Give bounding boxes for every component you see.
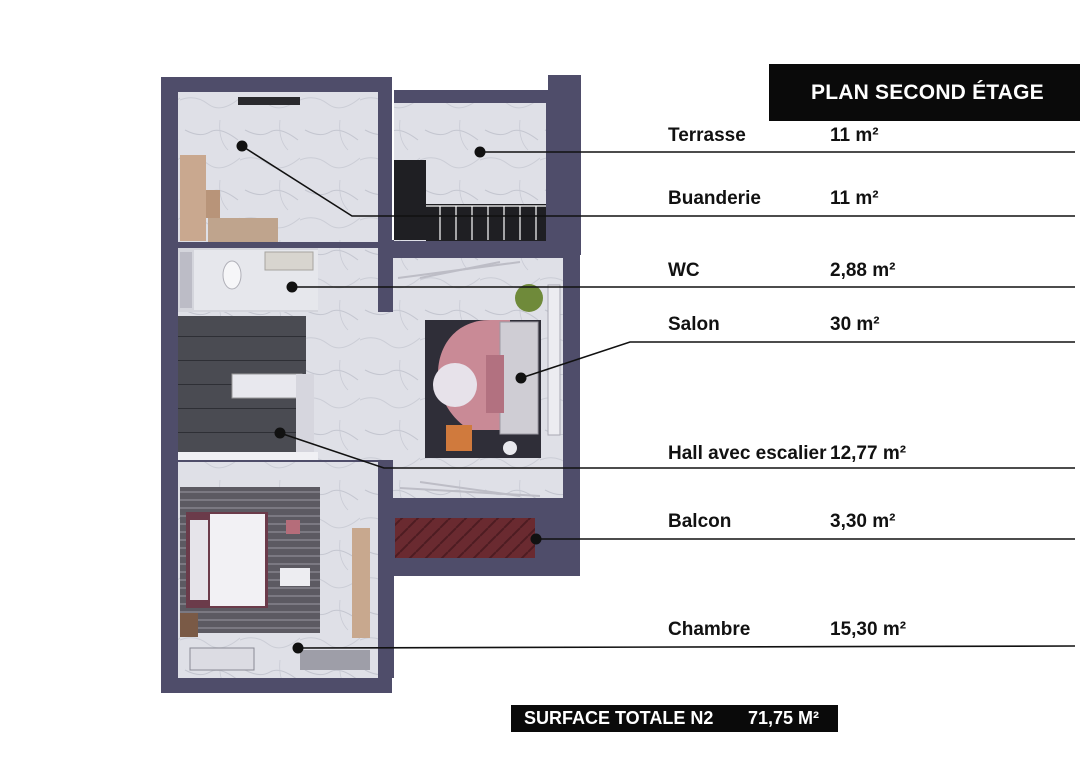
marker-hall xyxy=(274,427,286,439)
leader-chambre xyxy=(297,645,1076,649)
room-label-salon: Salon xyxy=(668,314,720,335)
room-label-chambre: Chambre xyxy=(668,619,751,640)
leader-buanderie xyxy=(241,145,1075,217)
room-label-terrasse: Terrasse xyxy=(668,125,746,146)
room-label-hall: Hall avec escalier xyxy=(668,443,827,464)
room-area-hall: 12,77 m² xyxy=(830,443,907,464)
room-area-chambre: 15,30 m² xyxy=(830,619,907,640)
total-surface-value: 71,75 M² xyxy=(748,708,820,728)
room-label-balcon: Balcon xyxy=(668,511,732,532)
room-balcon xyxy=(395,518,535,558)
room-area-balcon: 3,30 m² xyxy=(830,511,896,532)
room-label-wc: WC xyxy=(668,260,700,281)
plan-title: PLAN SECOND ÉTAGE xyxy=(769,64,1080,121)
room-area-buanderie: 11 m² xyxy=(830,188,879,209)
room-area-terrasse: 11 m² xyxy=(830,125,879,146)
room-area-wc: 2,88 m² xyxy=(830,260,896,281)
marker-buanderie xyxy=(236,140,248,152)
leader-hall xyxy=(279,432,1075,469)
marker-balcon xyxy=(530,533,542,545)
leader-salon xyxy=(520,341,1075,379)
marker-wc xyxy=(286,281,298,293)
room-label-buanderie: Buanderie xyxy=(668,188,761,209)
total-surface-label: SURFACE TOTALE N2 xyxy=(524,708,714,728)
room-area-salon: 30 m² xyxy=(830,314,880,335)
marker-chambre xyxy=(292,642,304,654)
marker-terrasse xyxy=(474,146,486,158)
marker-salon xyxy=(515,372,527,384)
total-surface-bar: SURFACE TOTALE N2 71,75 M² xyxy=(511,705,838,732)
